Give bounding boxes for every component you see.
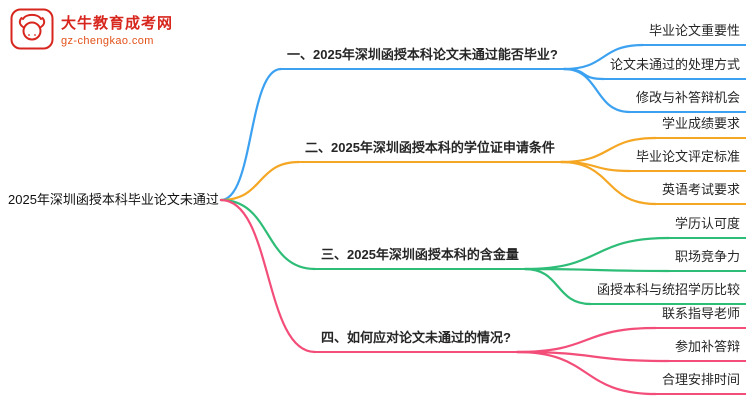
branch-node-4: 四、如何应对论文未通过的情况? — [315, 330, 517, 353]
leaf-node-2-1: 学业成绩要求 — [655, 116, 746, 139]
leaf-node-1-2: 论文未通过的处理方式 — [603, 57, 746, 80]
site-logo: 大牛教育成考网 gz-chengkao.com — [10, 8, 173, 50]
leaf-node-3-1: 学历认可度 — [668, 216, 746, 239]
leaf-node-3-3: 函授本科与统招学历比较 — [590, 282, 746, 305]
branch-node-3: 三、2025年深圳函授本科的含金量 — [315, 247, 525, 270]
leaf-node-4-1: 联系指导老师 — [655, 306, 746, 329]
logo-text-block: 大牛教育成考网 gz-chengkao.com — [61, 12, 173, 47]
root-node: 2025年深圳函授本科毕业论文未通过 — [8, 192, 219, 207]
leaf-node-3-2: 职场竞争力 — [668, 249, 746, 272]
bull-logo-icon — [10, 8, 54, 50]
branch-node-1: 一、2025年深圳函授本科论文未通过能否毕业? — [281, 47, 564, 70]
leaf-node-2-2: 毕业论文评定标准 — [629, 149, 746, 172]
leaf-node-1-1: 毕业论文重要性 — [642, 23, 746, 46]
leaf-node-1-3: 修改与补答辩机会 — [629, 90, 746, 113]
leaf-node-4-2: 参加补答辩 — [668, 339, 746, 362]
leaf-node-4-3: 合理安排时间 — [655, 372, 746, 395]
branch-node-2: 二、2025年深圳函授本科的学位证申请条件 — [299, 140, 561, 163]
leaf-node-2-3: 英语考试要求 — [655, 182, 746, 205]
logo-subtitle: gz-chengkao.com — [61, 34, 154, 47]
logo-title: 大牛教育成考网 — [61, 14, 174, 32]
